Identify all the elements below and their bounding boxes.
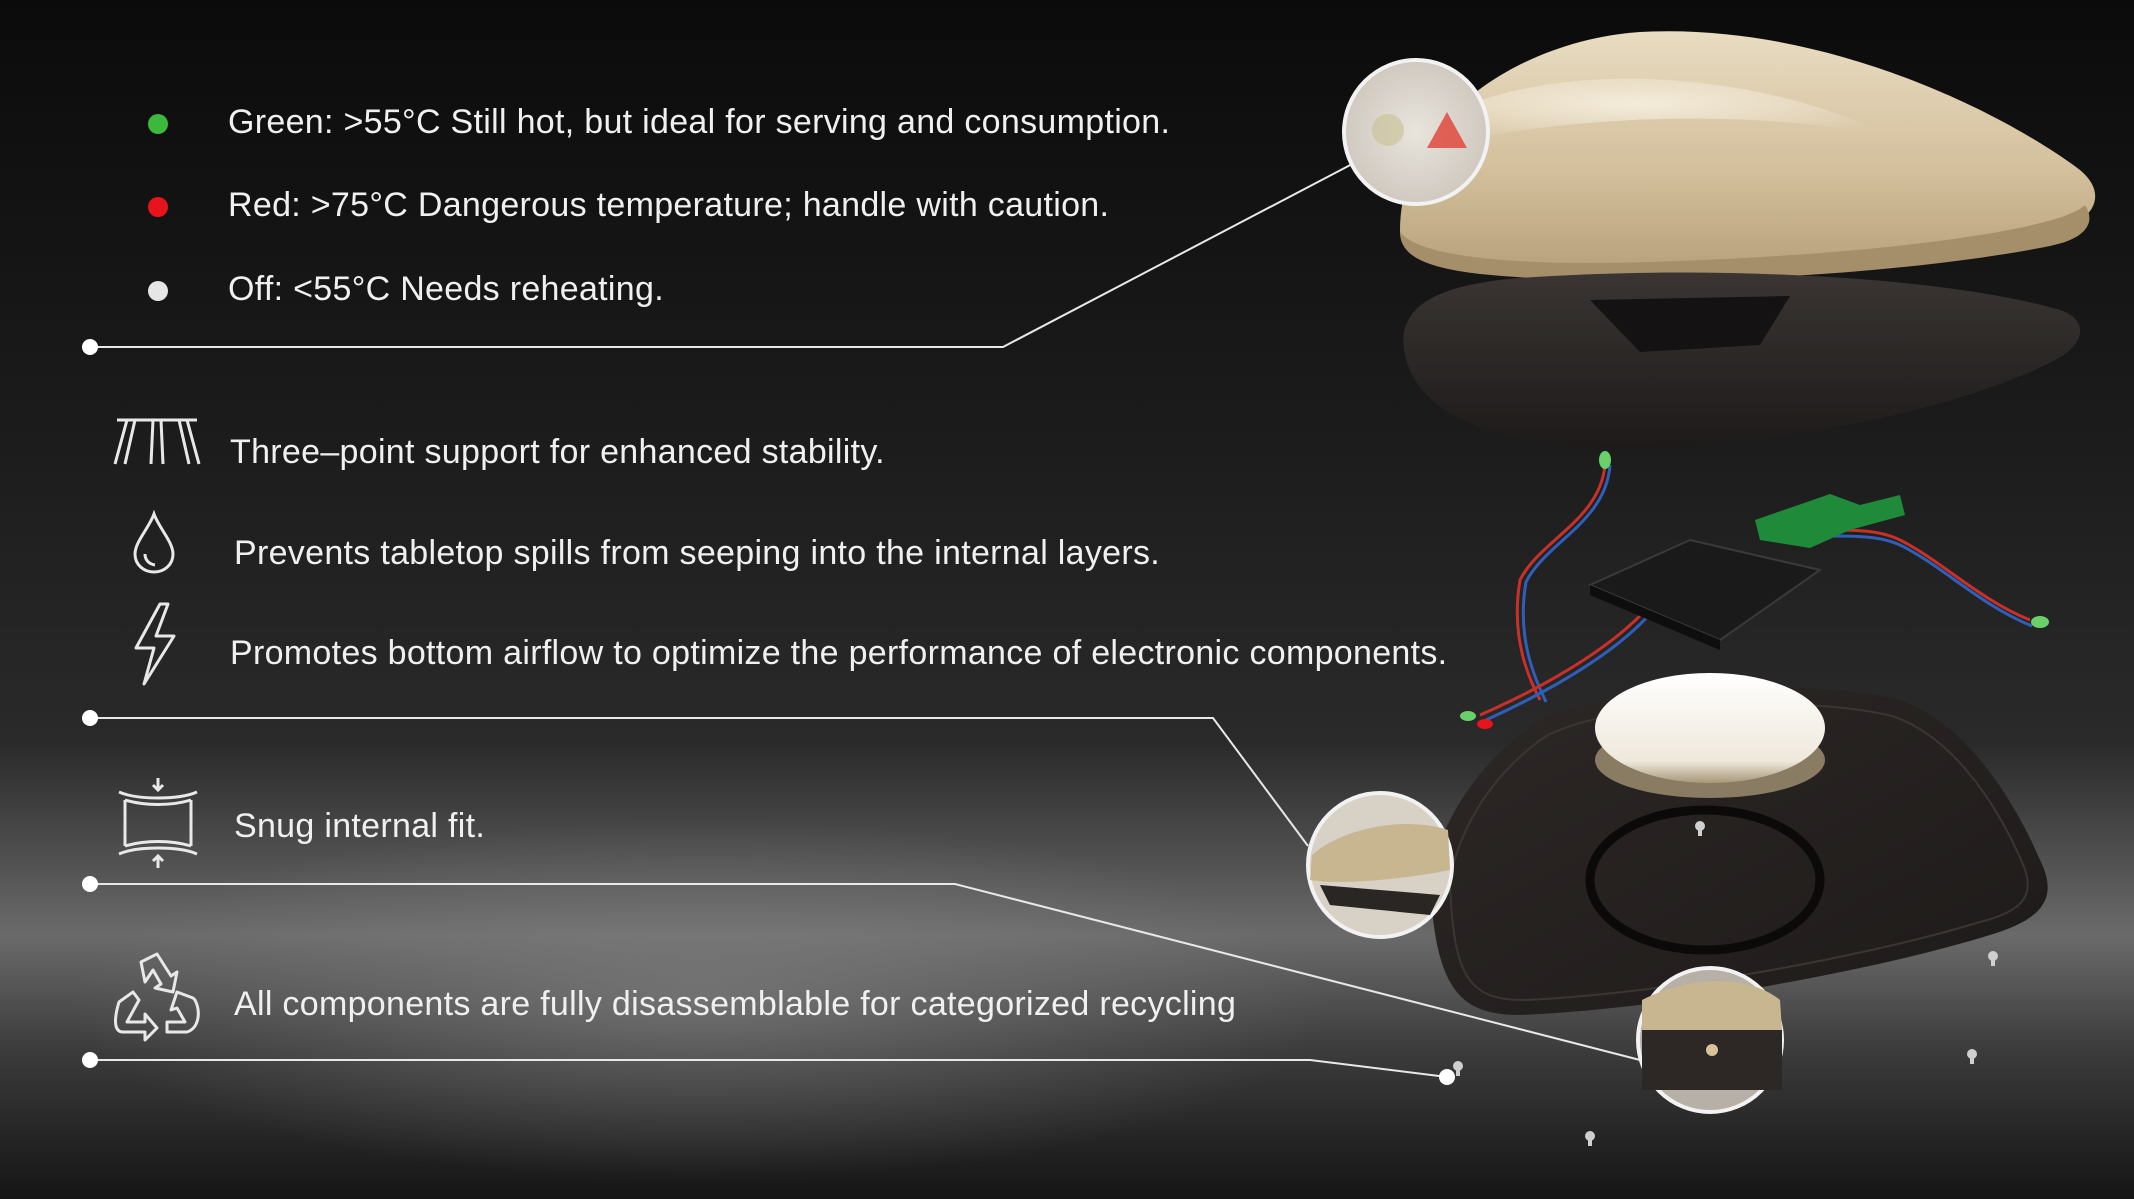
tripod-icon — [113, 418, 201, 465]
legend-off-text: Off: <55°C Needs reheating. — [228, 270, 664, 308]
zoom-foot-detail — [1636, 966, 1784, 1114]
feature-spill-text: Prevents tabletop spills from seeping in… — [234, 534, 1161, 572]
insulating-disc — [1595, 673, 1825, 783]
zoom-led-detail — [1342, 58, 1490, 206]
base-plate — [1430, 686, 2048, 1015]
heating-pad — [1587, 538, 1823, 642]
water-drop-icon — [133, 510, 175, 574]
base-ring — [1585, 805, 1825, 955]
recycle-icon — [114, 952, 200, 1042]
legend-red-text: Red: >75°C Dangerous temperature; handle… — [228, 186, 1110, 224]
lightning-icon — [134, 602, 176, 686]
middle-shell — [1403, 272, 2081, 449]
feature-fit-text: Snug internal fit. — [234, 807, 486, 845]
feature-stability-text: Three–point support for enhanced stabili… — [230, 433, 885, 471]
green-indicator-dot — [148, 114, 168, 134]
legend-green-text: Green: >55°C Still hot, but ideal for se… — [228, 103, 1171, 141]
screws — [1453, 821, 1998, 1146]
zoom-edge-detail — [1306, 791, 1454, 939]
red-indicator-dot — [148, 197, 168, 217]
circuit-board — [1755, 494, 1905, 548]
snug-fit-icon — [118, 778, 198, 868]
callout-lines — [90, 161, 1641, 1078]
feature-recycle-text: All components are fully disassemblable … — [234, 985, 1237, 1023]
feature-airflow-text: Promotes bottom airflow to optimize the … — [230, 634, 1448, 672]
off-indicator-dot — [148, 281, 168, 301]
top-lid — [1400, 31, 2096, 265]
